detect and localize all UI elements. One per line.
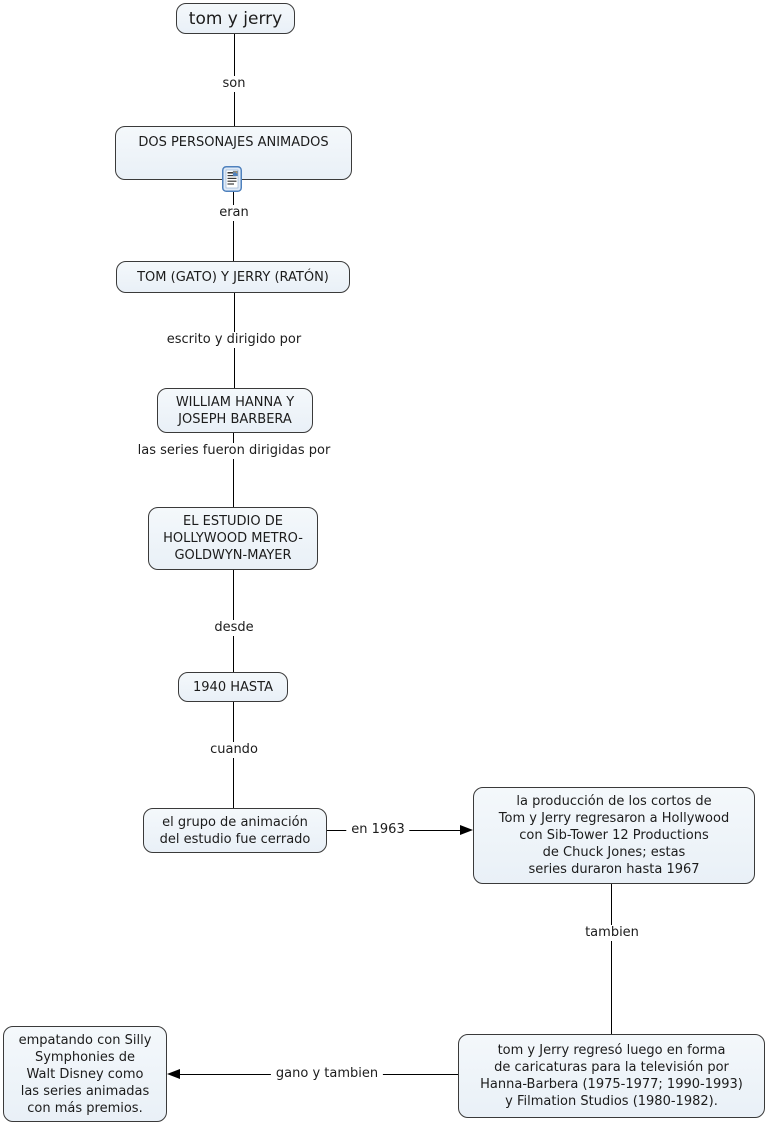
document-with-image-icon bbox=[222, 166, 242, 192]
node-label: el grupo de animación del estudio fue ce… bbox=[159, 814, 311, 847]
node-label: 1940 HASTA bbox=[193, 679, 273, 695]
node-produccion-regreso-hollywood[interactable]: la producción de los cortos de Tom y Jer… bbox=[473, 787, 755, 884]
node-empatando-silly-symphonies[interactable]: empatando con Silly Symphonies de Walt D… bbox=[3, 1026, 167, 1122]
node-label: WILLIAM HANNA Y JOSEPH BARBERA bbox=[175, 394, 295, 427]
link-label-eran[interactable]: eran bbox=[214, 205, 254, 221]
connector-autores-estudio bbox=[233, 433, 234, 507]
link-label-cuando[interactable]: cuando bbox=[205, 742, 263, 758]
link-label-en-1963[interactable]: en 1963 bbox=[346, 822, 410, 838]
attached-resource-icon[interactable] bbox=[222, 166, 242, 192]
node-regreso-television[interactable]: tom y Jerry regresó luego en forma de ca… bbox=[458, 1034, 765, 1118]
link-label-tambien[interactable]: tambien bbox=[580, 925, 644, 941]
link-label-escrito-y-dirigido-por[interactable]: escrito y dirigido por bbox=[161, 332, 307, 348]
node-label: empatando con Silly Symphonies de Walt D… bbox=[18, 1032, 152, 1116]
link-label-son[interactable]: son bbox=[217, 76, 251, 92]
node-label: la producción de los cortos de Tom y Jer… bbox=[498, 794, 730, 877]
arrowhead-left-icon bbox=[167, 1069, 180, 1079]
node-label: EL ESTUDIO DE HOLLYWOOD METRO- GOLDWYN-M… bbox=[163, 514, 303, 563]
node-1940-hasta[interactable]: 1940 HASTA bbox=[178, 672, 288, 702]
connector-regreso1963-regresotv bbox=[611, 884, 612, 1034]
node-tom-y-jerry[interactable]: tom y jerry bbox=[176, 3, 295, 34]
link-label-gano-y-tambien[interactable]: gano y tambien bbox=[270, 1066, 384, 1082]
link-label-series-dirigidas-por[interactable]: las series fueron dirigidas por bbox=[132, 443, 336, 459]
node-label: TOM (GATO) Y JERRY (RATÓN) bbox=[137, 269, 329, 285]
node-label: DOS PERSONAJES ANIMADOS bbox=[138, 135, 329, 150]
node-label: tom y Jerry regresó luego en forma de ca… bbox=[480, 1043, 743, 1109]
node-tom-gato-jerry-raton[interactable]: TOM (GATO) Y JERRY (RATÓN) bbox=[116, 261, 350, 293]
arrowhead-right-icon bbox=[460, 825, 473, 835]
link-label-desde[interactable]: desde bbox=[209, 620, 259, 636]
node-william-hanna-joseph-barbera[interactable]: WILLIAM HANNA Y JOSEPH BARBERA bbox=[157, 388, 313, 433]
node-estudio-mgm[interactable]: EL ESTUDIO DE HOLLYWOOD METRO- GOLDWYN-M… bbox=[148, 507, 318, 570]
node-grupo-animacion-cerrado[interactable]: el grupo de animación del estudio fue ce… bbox=[143, 808, 327, 853]
node-label: tom y jerry bbox=[188, 8, 283, 29]
